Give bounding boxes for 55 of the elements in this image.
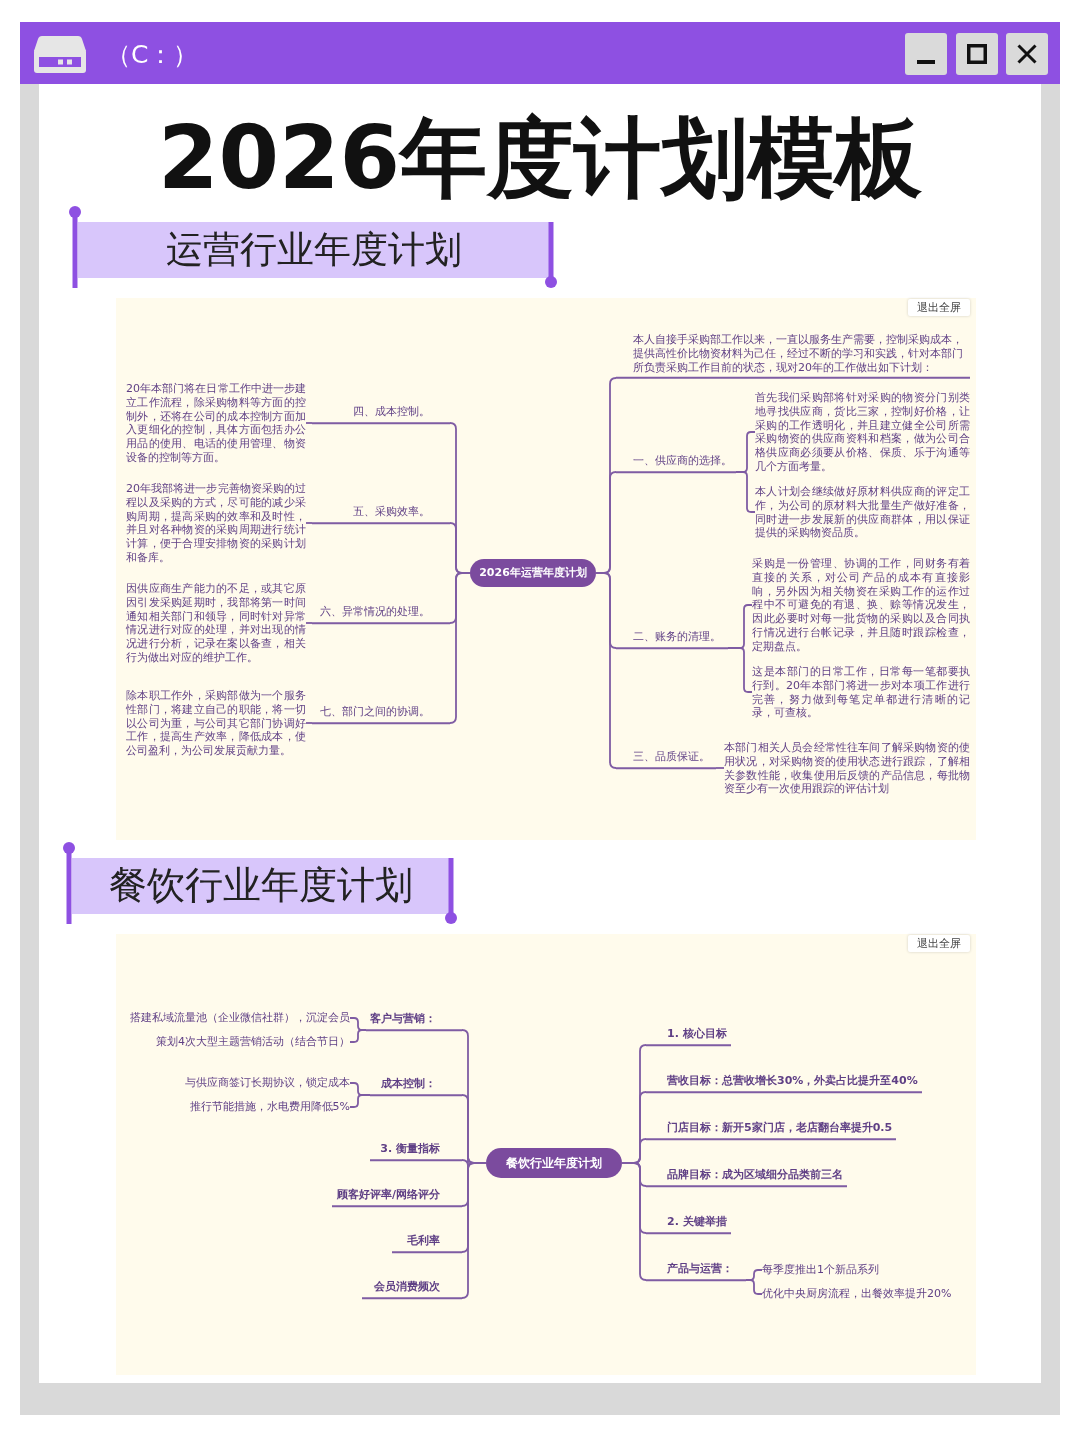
- branch-topic: 三、品质保证。: [616, 750, 716, 769]
- central-topic: 餐饮行业年度计划: [486, 1148, 622, 1178]
- connector-line: [349, 1029, 367, 1043]
- connector-line: [745, 1279, 763, 1295]
- branch-topic: 本人自接手采购部工作以来，一直以服务生产需要，控制采购成本，提供高性价比物资材料为己任，经过不断的学习和实践，针对本部门所负责采购工作目前的状态，现对20年的工作做出如下计划：: [616, 332, 970, 379]
- subtopic-text: 采购是一份管理、协调的工作，同财务有着直接的关系，对公司产品的成本有直接影响，另外因为相关物资在采购工作的运作过程中不可避免的有退、换、赊等情况发生，因此必要时对每一批货物的采购以及合同执行情况进行台帐记录，并且随时跟踪检查，定期盘点。: [752, 556, 970, 654]
- branch-topic: 会员消费频次: [362, 1280, 462, 1299]
- branch-topic: 1. 核心目标: [646, 1027, 731, 1046]
- branch-topic: 顾客好评率/网络评分: [332, 1188, 462, 1207]
- branch-topic: 产品与运营：: [646, 1262, 746, 1281]
- connector-line: [305, 722, 313, 724]
- section-banner: 餐饮行业年度计划: [72, 858, 450, 914]
- branch-topic: 2. 关键举措: [646, 1215, 731, 1234]
- branch-topic: 门店目标：新开5家门店，老店翻台率提升0.5: [646, 1121, 897, 1140]
- subtopic-text: 推行节能措施，水电费用降低5%: [189, 1100, 350, 1114]
- branch-topic: 品牌目标：成为区域细分品类前三名: [646, 1168, 847, 1187]
- subtopic-text: 本部门相关人员会经常性往车间了解采购物资的使用状况，对采购物资的使用状态进行跟踪，了解相关参数性能，收集使用后反馈的产品信息，每批物资至少有一次使用跟踪的评估计划: [724, 740, 970, 796]
- branch-topic: 六、异常情况的处理。: [312, 605, 450, 624]
- subtopic-text: 20年我部将进一步完善物资采购的过程以及采购的方式，尽可能的减少采购周期，提高采购的效率和及时性，并且对各种物资的采购周期进行统计计算，便于合理安排物资的采购计划和备库。: [126, 481, 306, 565]
- connector-line: [305, 622, 313, 624]
- branch-topic: 五、采购效率。: [312, 505, 450, 524]
- drive-label: （C：）: [106, 39, 199, 71]
- subtopic-text: 策划4次大型主题营销活动（结合节日）: [156, 1035, 350, 1049]
- connector-line: [595, 572, 617, 769]
- connector-line: [305, 522, 313, 524]
- subtopic-text: 因供应商生产能力的不足，或其它原因引发采购延期时，我部将第一时间通知相关部门和领导，同时针对异常情况进行对应的处理，并对出现的情况进行分析，记录在案以备查，相关行为做出对应的维护工作。: [126, 581, 306, 665]
- branch-topic: 客户与营销：: [366, 1012, 462, 1031]
- branch-topic: 3. 衡量指标: [370, 1142, 462, 1161]
- branch-topic: 一、供应商的选择。: [616, 454, 736, 473]
- branch-topic: 毛利率: [392, 1234, 462, 1253]
- subtopic-text: 本人计划会继续做好原材料供应商的评定工作，为公司的原材料大批量生产做好准备，同时进一步发展新的供应商群体，用以保证提供的采购物资品质。: [755, 484, 970, 540]
- subtopic-text: 这是本部门的日常工作，日常每一笔都要执行到。20年本部门将进一步对本项工作进行完善，努力做到每笔定单都进行清晰的记录，可查核。: [752, 664, 970, 720]
- branch-topic: 营收目标：总营收增长30%，外卖占比提升至40%: [646, 1074, 922, 1093]
- connector-line: [461, 1162, 487, 1299]
- exit-fullscreen-button: 退出全屏: [908, 299, 970, 316]
- subtopic-text: 每季度推出1个新品系列: [762, 1263, 879, 1277]
- subtopic-text: 20年本部门将在日常工作中进一步建立工作流程，除采购物料等方面的控制外，还将在公司的成本控制方面加入更细化的控制，具体方面包括办公用品的使用、电话的使用管理、物资设备的控制等方面。: [126, 381, 306, 465]
- section-banner: 运营行业年度计划: [78, 222, 550, 278]
- exit-fullscreen-button: 退出全屏: [908, 935, 970, 952]
- subtopic-text: 首先我们采购部将针对采购的物资分门别类地寻找供应商，货比三家，控制好价格，让采购的工作透明化，并且建立健全公司所需采购物资的供应商资料和档案，做为公司合格供应商必须要从价格、保质、乐于沟通等几个方面考量。: [755, 390, 970, 474]
- branch-topic: 成本控制：: [370, 1077, 462, 1096]
- connector-line: [349, 1094, 371, 1108]
- branch-topic: 七、部门之间的协调。: [312, 705, 450, 724]
- branch-topic: 二、账务的清理。: [616, 630, 728, 649]
- connector-line: [715, 767, 725, 769]
- subtopic-text: 除本职工作外，采购部做为一个服务性部门，将建立自己的职能，将一切以公司为重，与公司其它部门协调好工作，提高生产效率，降低成本，使公司盈利，为公司发展贡献力量。: [126, 688, 306, 758]
- connector-line: [449, 572, 471, 724]
- connector-line: [621, 1162, 647, 1281]
- subtopic-text: 与供应商签订长期协议，锁定成本: [185, 1076, 350, 1090]
- central-topic: 2026年运营年度计划: [470, 559, 596, 587]
- branch-topic: 四、成本控制。: [312, 405, 450, 424]
- subtopic-text: 优化中央厨房流程，出餐效率提升20%: [762, 1287, 952, 1301]
- subtopic-text: 搭建私域流量池（企业微信社群），沉淀会员: [130, 1011, 350, 1025]
- poster-title: 2026年度计划模板: [157, 110, 923, 208]
- connector-line: [305, 422, 313, 424]
